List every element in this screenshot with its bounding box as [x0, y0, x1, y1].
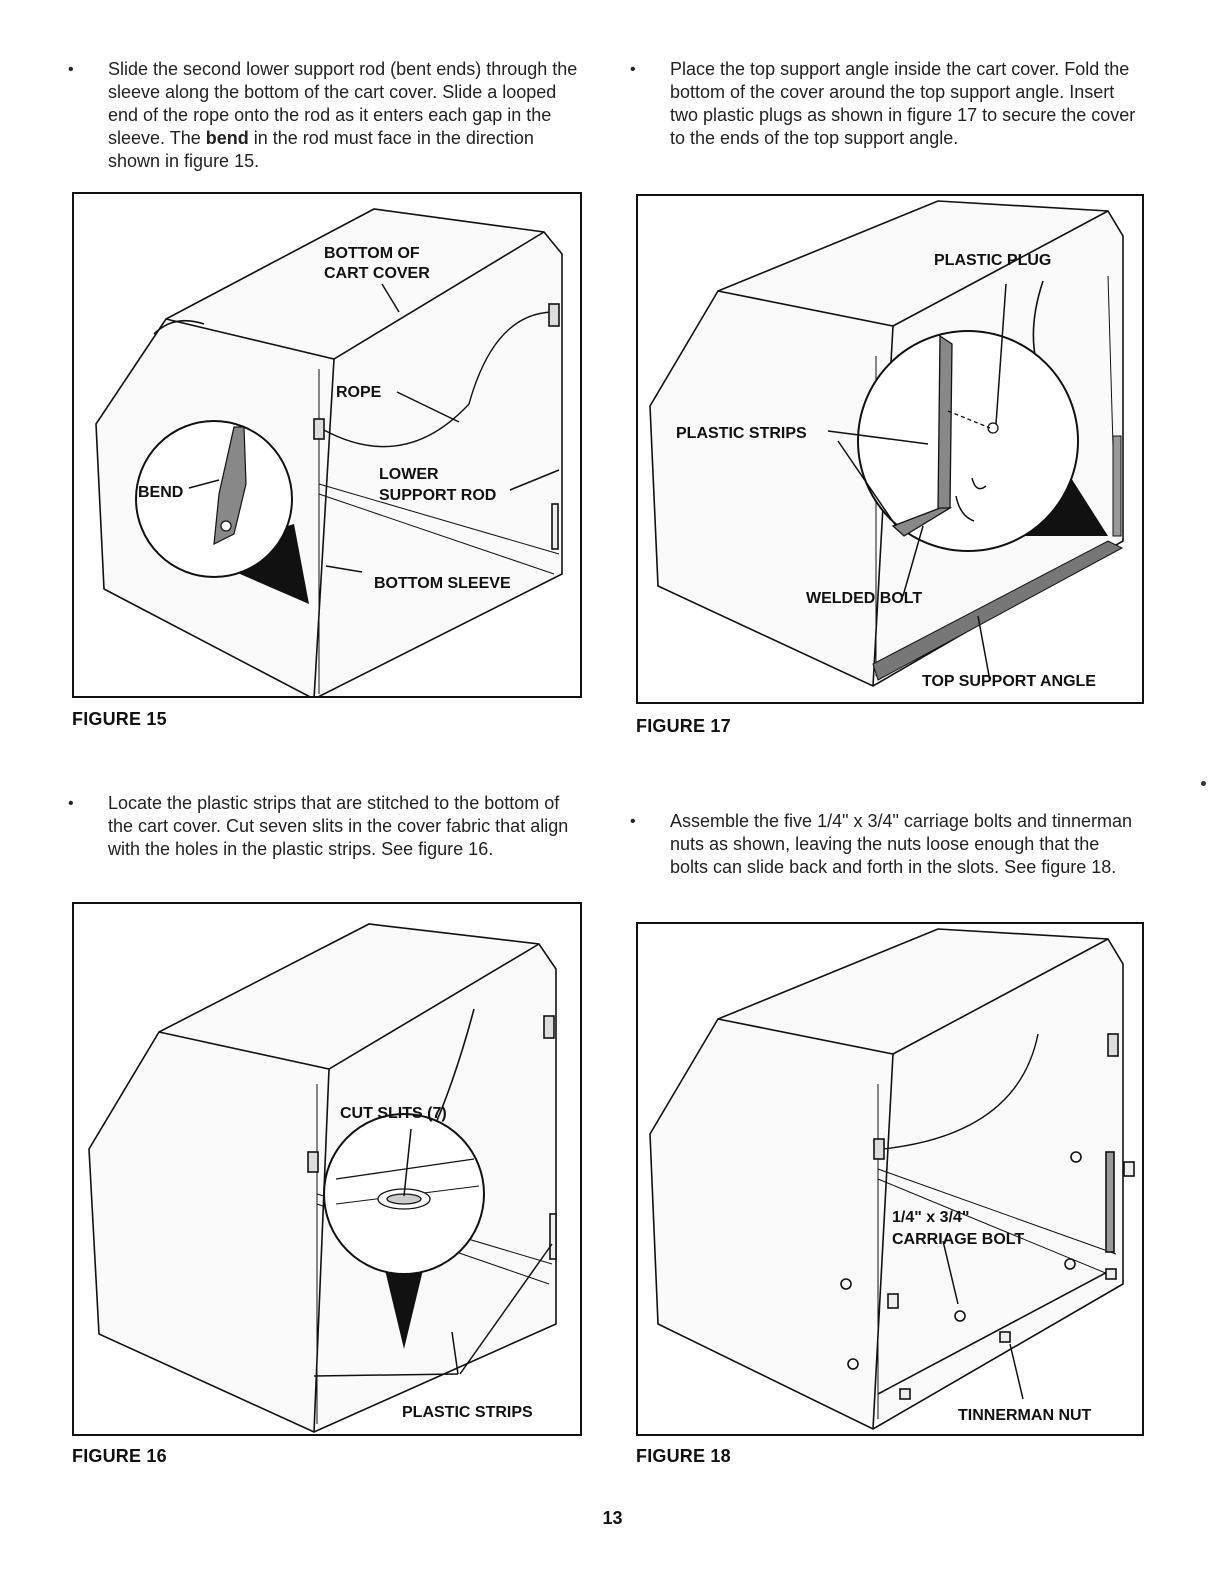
callout-cut-slits: CUT SLITS (7) [340, 1105, 447, 1122]
callout-rope: ROPE [336, 384, 382, 401]
bullet: • [68, 61, 74, 78]
figure-17: PLASTIC PLUG PLASTIC STRIPS WELDED BOLT … [636, 194, 1144, 704]
text-run: Place the top support angle inside the c… [670, 59, 1136, 148]
figure-18-caption: FIGURE 18 [636, 1446, 731, 1466]
callout-plastic-plug: PLASTIC PLUG [934, 252, 1051, 269]
callout-plastic-strips: PLASTIC STRIPS [676, 425, 807, 442]
text-run: Locate the plastic strips that are stitc… [108, 793, 569, 859]
callout-top-support-angle: TOP SUPPORT ANGLE [922, 673, 1096, 690]
figure-17-illustration: PLASTIC PLUG PLASTIC STRIPS WELDED BOLT … [649, 200, 1124, 690]
figure-18-illustration: 1/4" x 3/4" CARRIAGE BOLT TINNERMAN NUT [649, 928, 1135, 1430]
callout-bend: BEND [138, 484, 183, 501]
bullet: • [630, 61, 636, 78]
callout-welded-bolt: WELDED BOLT [806, 590, 922, 607]
emphasis-text: bend [205, 128, 249, 148]
text-run: Slide the second lower support rod (bent… [108, 59, 578, 148]
page-number: 13 [602, 1508, 623, 1528]
callout-bottom-sleeve: BOTTOM SLEEVE [374, 575, 511, 592]
callout-bottom-of: BOTTOM OF [324, 245, 420, 262]
instruction-step-fig18: • Assemble the five 1/4" x 3/4" carriage… [630, 810, 1140, 879]
callout-cart-cover: CART COVER [324, 265, 430, 282]
margin-mark [1201, 781, 1206, 786]
figure-17-caption: FIGURE 17 [636, 716, 731, 736]
callout-lower: LOWER [379, 466, 439, 483]
callout-support-rod: SUPPORT ROD [379, 487, 496, 504]
bullet: • [630, 813, 636, 830]
instruction-text: Place the top support angle inside the c… [670, 58, 1140, 150]
instruction-step-fig15: • Slide the second lower support rod (be… [68, 58, 588, 173]
instruction-text: Locate the plastic strips that are stitc… [108, 792, 583, 861]
callout-tinnerman-nut: TINNERMAN NUT [958, 1407, 1092, 1424]
instruction-text: Assemble the five 1/4" x 3/4" carriage b… [670, 810, 1140, 879]
figure-18: 1/4" x 3/4" CARRIAGE BOLT TINNERMAN NUT [636, 922, 1144, 1436]
figure-15-illustration: BOTTOM OF CART COVER ROPE LOWER SUPPORT … [95, 208, 563, 696]
figure-16-caption: FIGURE 16 [72, 1446, 167, 1466]
callout-plastic-strips: PLASTIC STRIPS [402, 1404, 533, 1421]
figure-15-caption: FIGURE 15 [72, 709, 167, 729]
callout-carriage-bolt: CARRIAGE BOLT [892, 1231, 1024, 1248]
callout-size: 1/4" x 3/4" [892, 1209, 969, 1226]
text-run: in the rod must face in the direction sh… [108, 128, 534, 171]
instruction-text: Slide the second lower support rod (bent… [108, 58, 588, 173]
figure-16: CUT SLITS (7) PLASTIC STRIPS [72, 902, 582, 1436]
figure-15: BOTTOM OF CART COVER ROPE LOWER SUPPORT … [72, 192, 582, 698]
text-run: Assemble the five 1/4" x 3/4" carriage b… [670, 811, 1133, 877]
instruction-step-fig16: • Locate the plastic strips that are sti… [68, 792, 583, 861]
bullet: • [68, 795, 74, 812]
figure-16-illustration: CUT SLITS (7) PLASTIC STRIPS [88, 923, 557, 1433]
instruction-step-fig17: • Place the top support angle inside the… [630, 58, 1140, 150]
